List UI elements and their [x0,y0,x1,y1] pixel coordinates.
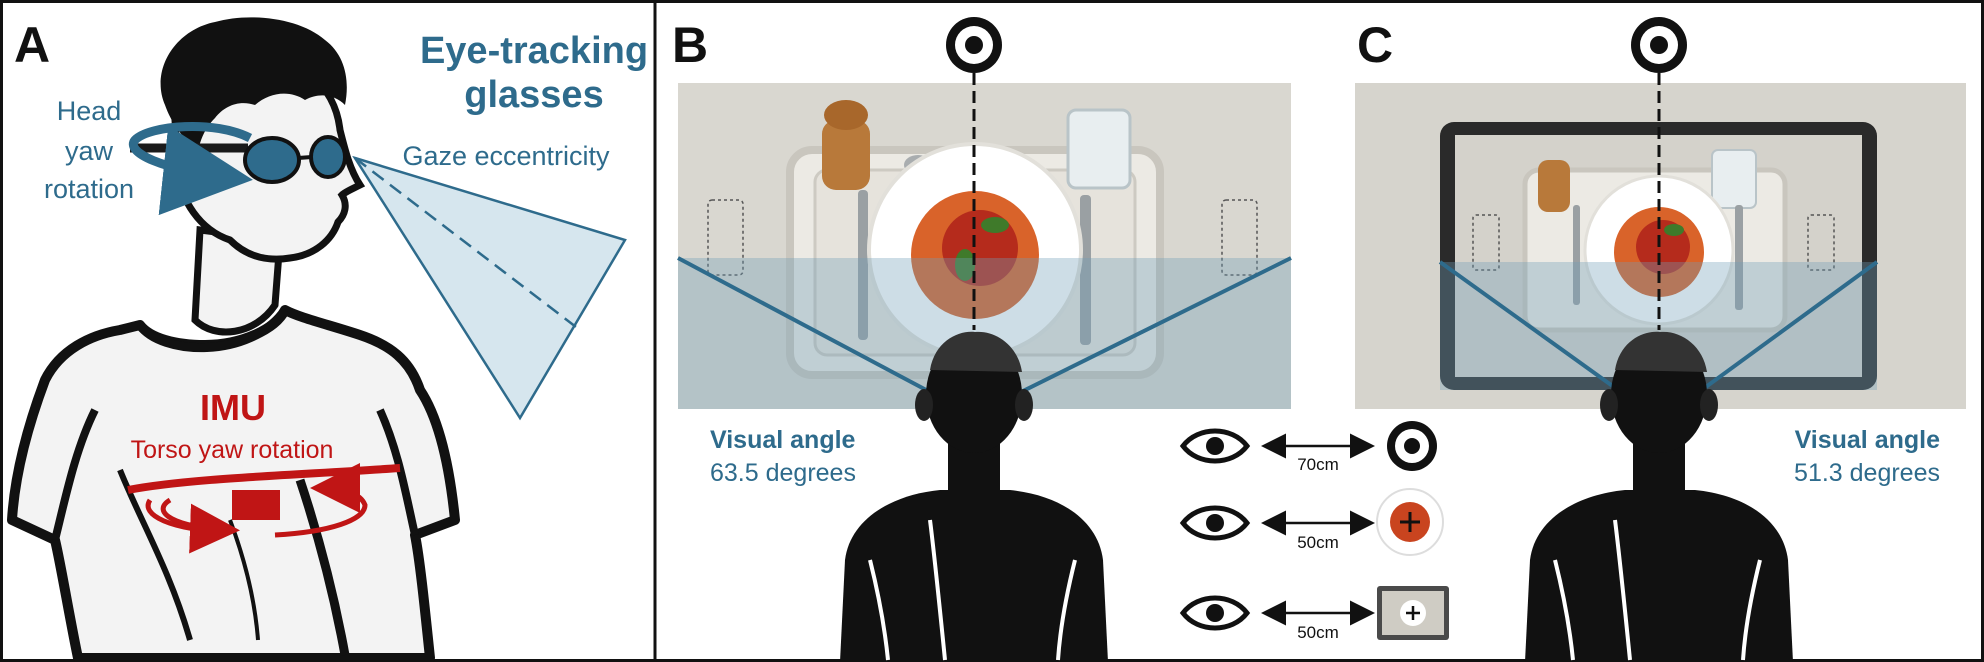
glasses-lens-right [311,137,345,177]
distance-label: 50cm [1297,533,1339,552]
fixation-target-icon [1631,17,1687,73]
panel-c: C [1355,17,1966,662]
gaze-eccentricity-label: Gaze eccentricity [402,141,610,171]
panel-a-letter: A [14,17,50,73]
panel-a: A Eye-tracking glasses He [12,17,648,658]
water-glass [1712,150,1756,208]
eye-tracking-label-line1: Eye-tracking [420,30,648,72]
distance-label: 70cm [1297,455,1339,474]
legend-row: 50cm [1183,489,1443,555]
panel-b: B [672,17,1291,662]
basil-leaf [1664,224,1684,236]
torso-illustration [12,310,455,658]
screen-icon [1377,586,1449,640]
panel-c-letter: C [1357,17,1393,73]
pepper-grinder [1538,160,1570,212]
head-yaw-label-line2: yaw [65,136,114,166]
head-yaw-label-line3: rotation [44,174,134,204]
head-yaw-label-line1: Head [57,96,122,126]
panel-c-visual-angle-label: Visual angle [1795,426,1941,454]
pepper-grinder [822,120,870,190]
panel-b-visual-angle-label: Visual angle [710,426,856,454]
plate-icon [1377,489,1443,555]
distance-legend: 70cm 50cm [1183,421,1449,642]
panel-b-letter: B [672,17,708,73]
torso-yaw-label: Torso yaw rotation [131,436,334,464]
imu-label: IMU [200,387,266,428]
imu-sensor [232,490,280,520]
glasses-lens-left [245,138,299,182]
glasses-bridge [298,157,312,158]
panel-c-visual-angle-value: 51.3 degrees [1794,459,1940,487]
legend-row: 70cm [1183,421,1437,474]
eye-icon [1183,508,1247,538]
water-glass [1068,110,1130,188]
panel-b-visual-angle-value: 63.5 degrees [710,459,856,487]
legend-row: 50cm [1183,586,1449,642]
basil-leaf [981,217,1009,233]
fixation-target-icon [1387,421,1437,471]
eye-icon [1183,598,1247,628]
eye-tracking-label-line2: glasses [464,74,603,116]
fixation-target-icon [946,17,1002,73]
pepper-grinder-top [824,100,868,130]
eye-icon [1183,431,1247,461]
distance-label: 50cm [1297,623,1339,642]
